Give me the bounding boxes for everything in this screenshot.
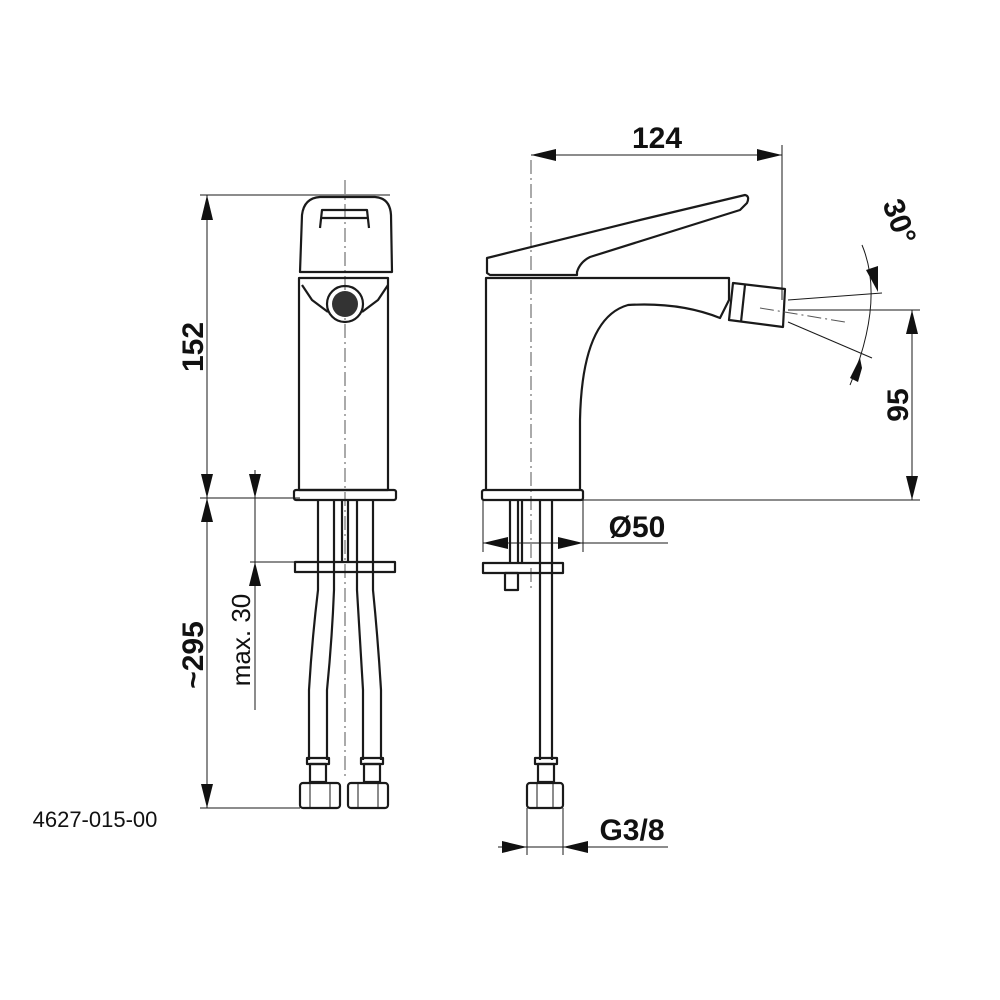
dim-height-152: 152 — [177, 322, 210, 372]
bidet-nozzle — [727, 281, 787, 329]
supply-hose-left — [307, 500, 336, 760]
side-dimensions: 124 95 30° Ø50 G3/8 — [482, 122, 923, 855]
dim-spout-95: 95 — [882, 388, 915, 421]
dim-max-30: max. 30 — [226, 594, 256, 687]
side-view — [480, 160, 787, 810]
part-number: 4627-015-00 — [33, 807, 158, 832]
dim-angle-30: 30° — [876, 195, 923, 249]
side-bracket — [481, 561, 565, 575]
hose-nut-right — [346, 781, 390, 810]
side-lever-handle — [485, 193, 750, 277]
dim-reach-124: 124 — [632, 122, 682, 155]
side-base-plate — [480, 488, 585, 502]
front-aerator — [325, 284, 365, 324]
supply-hose-right — [355, 500, 383, 760]
dim-connection-g38: G3/8 — [599, 814, 664, 847]
dim-pipe-295: ~295 — [177, 621, 210, 689]
side-body-spout — [484, 276, 731, 490]
side-hose-nut — [525, 781, 565, 810]
front-bracket — [293, 560, 397, 574]
front-dimensions: 152 ~295 max. 30 — [177, 194, 390, 809]
hose-nut-left — [298, 781, 342, 810]
dim-base-diameter: Ø50 — [609, 511, 666, 544]
front-view — [292, 180, 398, 810]
front-base-plate — [292, 488, 398, 502]
front-handle — [298, 195, 394, 274]
